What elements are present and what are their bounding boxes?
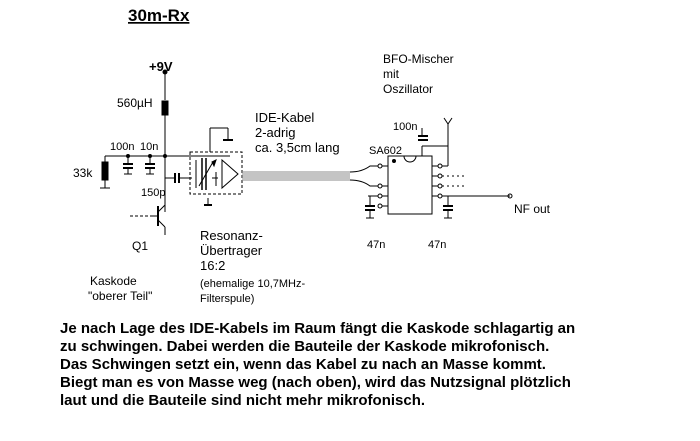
label-cascode-2: "oberer Teil" xyxy=(88,289,152,303)
caption-line: Biegt man es von Masse weg (nach oben), … xyxy=(60,374,571,391)
caption-line: zu schwingen. Dabei werden die Bauteile … xyxy=(60,338,550,355)
label-resistor: 33k xyxy=(73,166,93,180)
ide-cable xyxy=(242,171,350,181)
label-cap-150p: 150p xyxy=(141,187,165,199)
label-supply: +9V xyxy=(149,59,173,74)
label-cap-100n-right: 100n xyxy=(393,121,417,133)
label-cable-2: 2-adrig xyxy=(255,125,295,140)
label-transformer-1: Resonanz- xyxy=(200,228,263,243)
transistor-q1 xyxy=(130,204,166,235)
label-cascode-1: Kaskode xyxy=(90,274,137,288)
label-ic: SA602 xyxy=(369,145,402,157)
resistor-33k xyxy=(101,161,109,181)
ic-sa602 xyxy=(387,155,433,215)
label-inductor: 560µH xyxy=(117,96,153,110)
label-transformer-4: (ehemalige 10,7MHz- xyxy=(200,278,305,290)
caption-line: Das Schwingen setzt ein, wenn das Kabel … xyxy=(60,356,546,373)
label-cap-47n-right: 47n xyxy=(428,239,446,251)
label-bfo-1: BFO-Mischer xyxy=(383,52,454,66)
transformer-core xyxy=(195,158,239,190)
label-cap-10n: 10n xyxy=(140,141,158,153)
label-transformer-5: Filterspule) xyxy=(200,293,254,305)
transformer-box xyxy=(189,151,243,195)
diagram-title: 30m-Rx xyxy=(128,6,190,25)
label-cable-3: ca. 3,5cm lang xyxy=(255,140,340,155)
caption-line: Je nach Lage des IDE-Kabels im Raum fäng… xyxy=(60,320,576,337)
label-transistor: Q1 xyxy=(132,239,148,253)
label-cap-100n-left: 100n xyxy=(110,141,134,153)
caption-line: laut und die Bauteile sind nicht mehr mi… xyxy=(60,392,426,409)
inductor-560uh xyxy=(161,100,169,116)
label-cap-47n-left: 47n xyxy=(367,239,385,251)
label-cable-1: IDE-Kabel xyxy=(255,110,314,125)
caption: Je nach Lage des IDE-Kabels im Raum fäng… xyxy=(60,320,680,410)
label-transformer-2: Übertrager xyxy=(200,243,263,258)
label-bfo-2: mit xyxy=(383,67,400,81)
label-transformer-3: 16:2 xyxy=(200,258,225,273)
label-output: NF out xyxy=(514,202,551,216)
label-bfo-3: Oszillator xyxy=(383,82,433,96)
